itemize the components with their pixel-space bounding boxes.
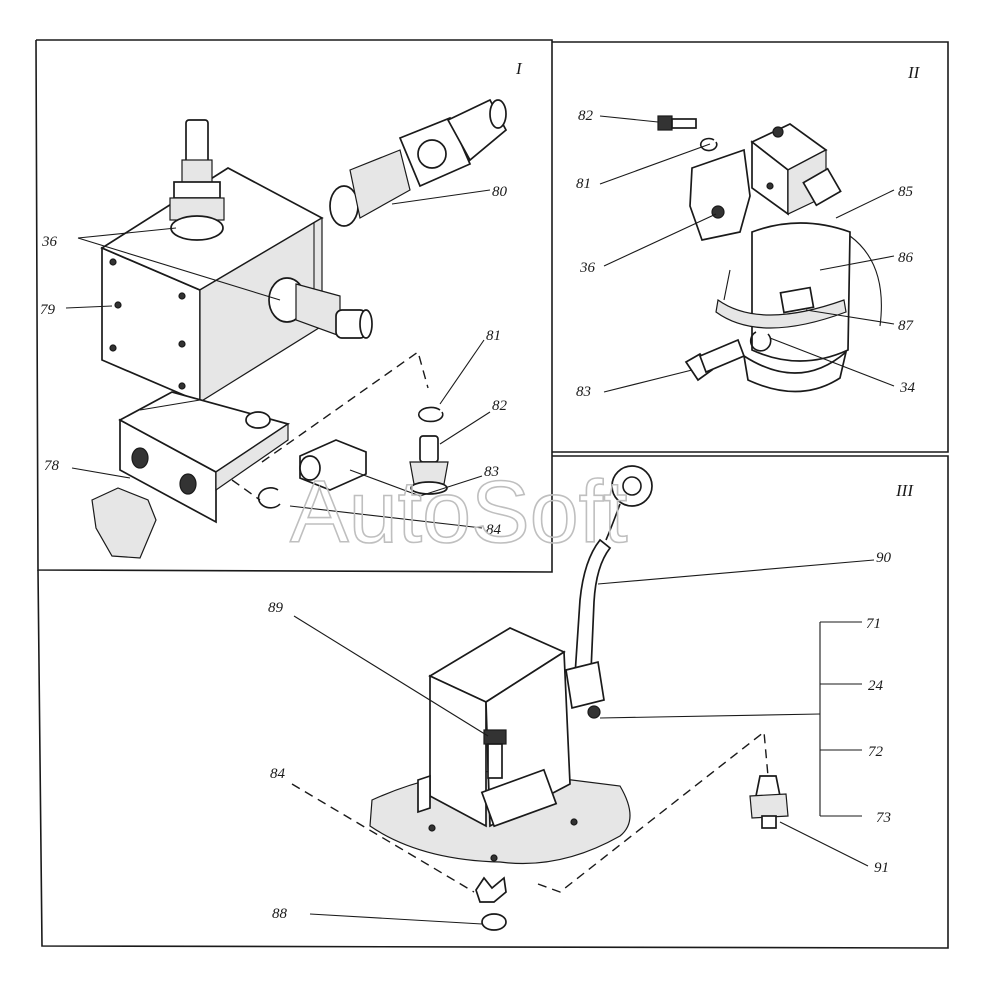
assembly-path-1 [261, 350, 429, 463]
label-24: 24 [868, 678, 884, 694]
label-79: 79 [40, 302, 56, 318]
bolt-83 [299, 439, 367, 491]
bolt-89 [483, 729, 507, 779]
bolt-83-p2 [684, 338, 746, 382]
panel-3-number: III [895, 481, 914, 500]
label-78: 78 [44, 458, 60, 474]
washer-81 [418, 406, 444, 423]
label-89: 89 [268, 600, 284, 616]
bolt-82-p2 [657, 115, 697, 131]
label-88: 88 [272, 906, 288, 922]
nipple-91 [749, 775, 789, 829]
nut-88 [481, 913, 507, 931]
label-82: 82 [492, 398, 508, 414]
label-85: 85 [898, 184, 914, 200]
label-81: 81 [486, 328, 501, 344]
valve-85 [750, 123, 842, 216]
washer-84 [257, 487, 281, 509]
bracket-78 [118, 391, 291, 524]
panel-3-leaders [291, 559, 875, 925]
assembly-path-3 [537, 730, 769, 893]
label-36-p2: 36 [579, 260, 596, 276]
panel-2-frame [552, 41, 949, 453]
label-36: 36 [41, 234, 58, 250]
label-87: 87 [898, 318, 915, 334]
label-83-p2: 83 [576, 384, 591, 400]
label-83: 83 [484, 464, 499, 480]
bracket-fragment [91, 487, 157, 559]
label-80: 80 [492, 184, 508, 200]
fitting-80 [329, 98, 508, 227]
top-fitting [169, 119, 225, 241]
label-73: 73 [876, 810, 891, 826]
bolt-82 [409, 435, 449, 495]
label-34: 34 [899, 380, 916, 396]
panel-1-drawing: 36 79 78 80 81 82 83 84 [40, 98, 508, 559]
watermark: AutoSoft [290, 462, 628, 561]
label-84-p3: 84 [270, 766, 286, 782]
assembly-path-2 [231, 479, 261, 501]
side-fitting [268, 277, 373, 339]
washer-34 [749, 331, 772, 352]
panel-1-number: I [515, 59, 523, 78]
nut-36-p2 [711, 205, 725, 219]
panel-1-leaders [65, 189, 491, 529]
clamp-87 [715, 269, 847, 329]
panel-3-frame [37, 455, 949, 949]
mount-bracket [689, 148, 751, 241]
washer-84-p3 [475, 876, 507, 903]
label-90: 90 [876, 550, 892, 566]
label-86: 86 [898, 250, 914, 266]
panel-1-frame [35, 39, 553, 573]
panel-2-leaders [599, 115, 895, 393]
crane-block [417, 627, 571, 828]
washer-81-p2 [699, 137, 718, 152]
panel-2-number: II [907, 63, 921, 82]
panel-2-drawing: 82 81 36 85 86 87 34 83 [576, 108, 916, 400]
lever-90 [565, 465, 653, 719]
panel-3-drawing: 90 89 71 24 72 73 84 91 88 [268, 465, 892, 931]
label-84: 84 [486, 522, 502, 538]
label-81-p2: 81 [576, 176, 591, 192]
label-91: 91 [874, 860, 889, 876]
label-82-p2: 82 [578, 108, 594, 124]
label-72: 72 [868, 744, 884, 760]
label-71: 71 [866, 616, 881, 632]
panel-frames [35, 39, 949, 949]
